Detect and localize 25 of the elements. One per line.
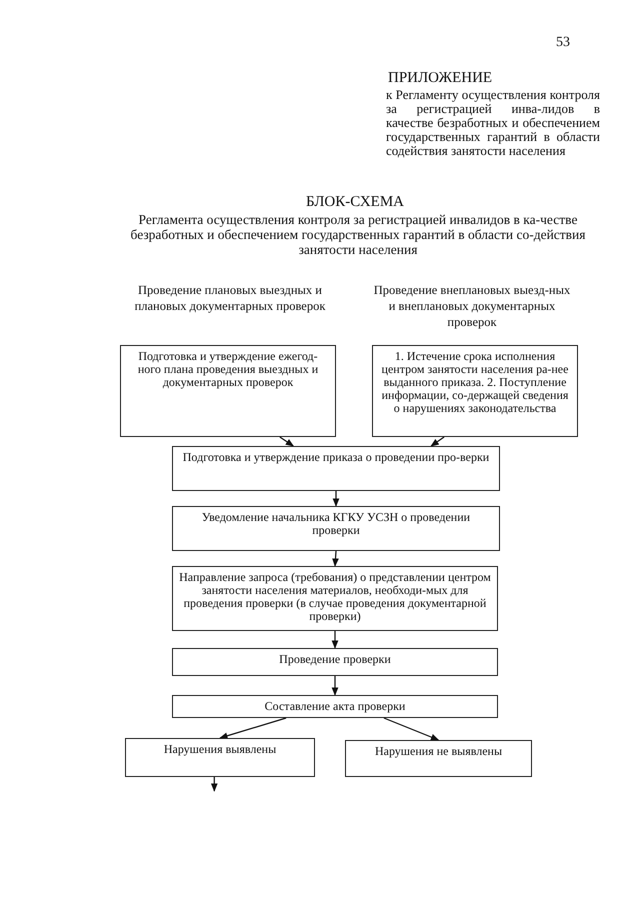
process-box: Направление запроса (требования) о представлении центром занятости населения материалов, необходи-мых для проведения проверки (в случае проведения документарной проверки) xyxy=(172,566,498,631)
arrow xyxy=(332,631,338,649)
appendix-heading: ПРИЛОЖЕНИЕ xyxy=(388,72,492,85)
arrow xyxy=(430,436,444,446)
appendix-text: к Регламенту осуществления контроля за регистрацией инва-лидов в качестве безработных и обеспечением государственных гарантий в области содействия занятости населения xyxy=(386,88,600,158)
arrow xyxy=(332,550,339,567)
page-number: 53 xyxy=(556,36,570,49)
process-box: Проведение проверки xyxy=(172,648,498,676)
arrow xyxy=(332,676,338,696)
column-heading: Проведение внеплановых выезд-ных и внеплановых документарных проверок xyxy=(372,282,572,330)
arrow xyxy=(219,717,286,740)
process-box: Уведомление начальника КГКУ УСЗН о проведении проверки xyxy=(172,506,500,551)
process-box: Нарушения не выявлены xyxy=(345,740,532,777)
process-box: Подготовка и утверждение ежегод-ного плана проведения выездных и документарных проверок xyxy=(120,345,336,437)
diagram-title: БЛОК-СХЕМА xyxy=(304,196,406,209)
column-heading: Проведение плановых выездных и плановых документарных проверок xyxy=(134,282,326,314)
arrow xyxy=(384,717,440,741)
process-box: Составление акта проверки xyxy=(172,695,498,718)
process-box: 1. Истечение срока исполнения центром занятости населения ра-нее выданного приказа. 2. Поступление информации, со-держащей сведения о нарушениях законодательства xyxy=(372,345,578,437)
arrow xyxy=(332,491,340,507)
diagram-subtitle: Регламента осуществления контроля за регистрацией инвалидов в ка-честве безработных и обеспечением государственных гарантий в области со-действия занятости населения xyxy=(130,212,586,257)
arrow xyxy=(280,436,294,446)
process-box: Подготовка и утверждение приказа о проведении про-верки xyxy=(172,446,500,491)
arrow xyxy=(210,777,218,792)
process-box: Нарушения выявлены xyxy=(125,738,315,777)
